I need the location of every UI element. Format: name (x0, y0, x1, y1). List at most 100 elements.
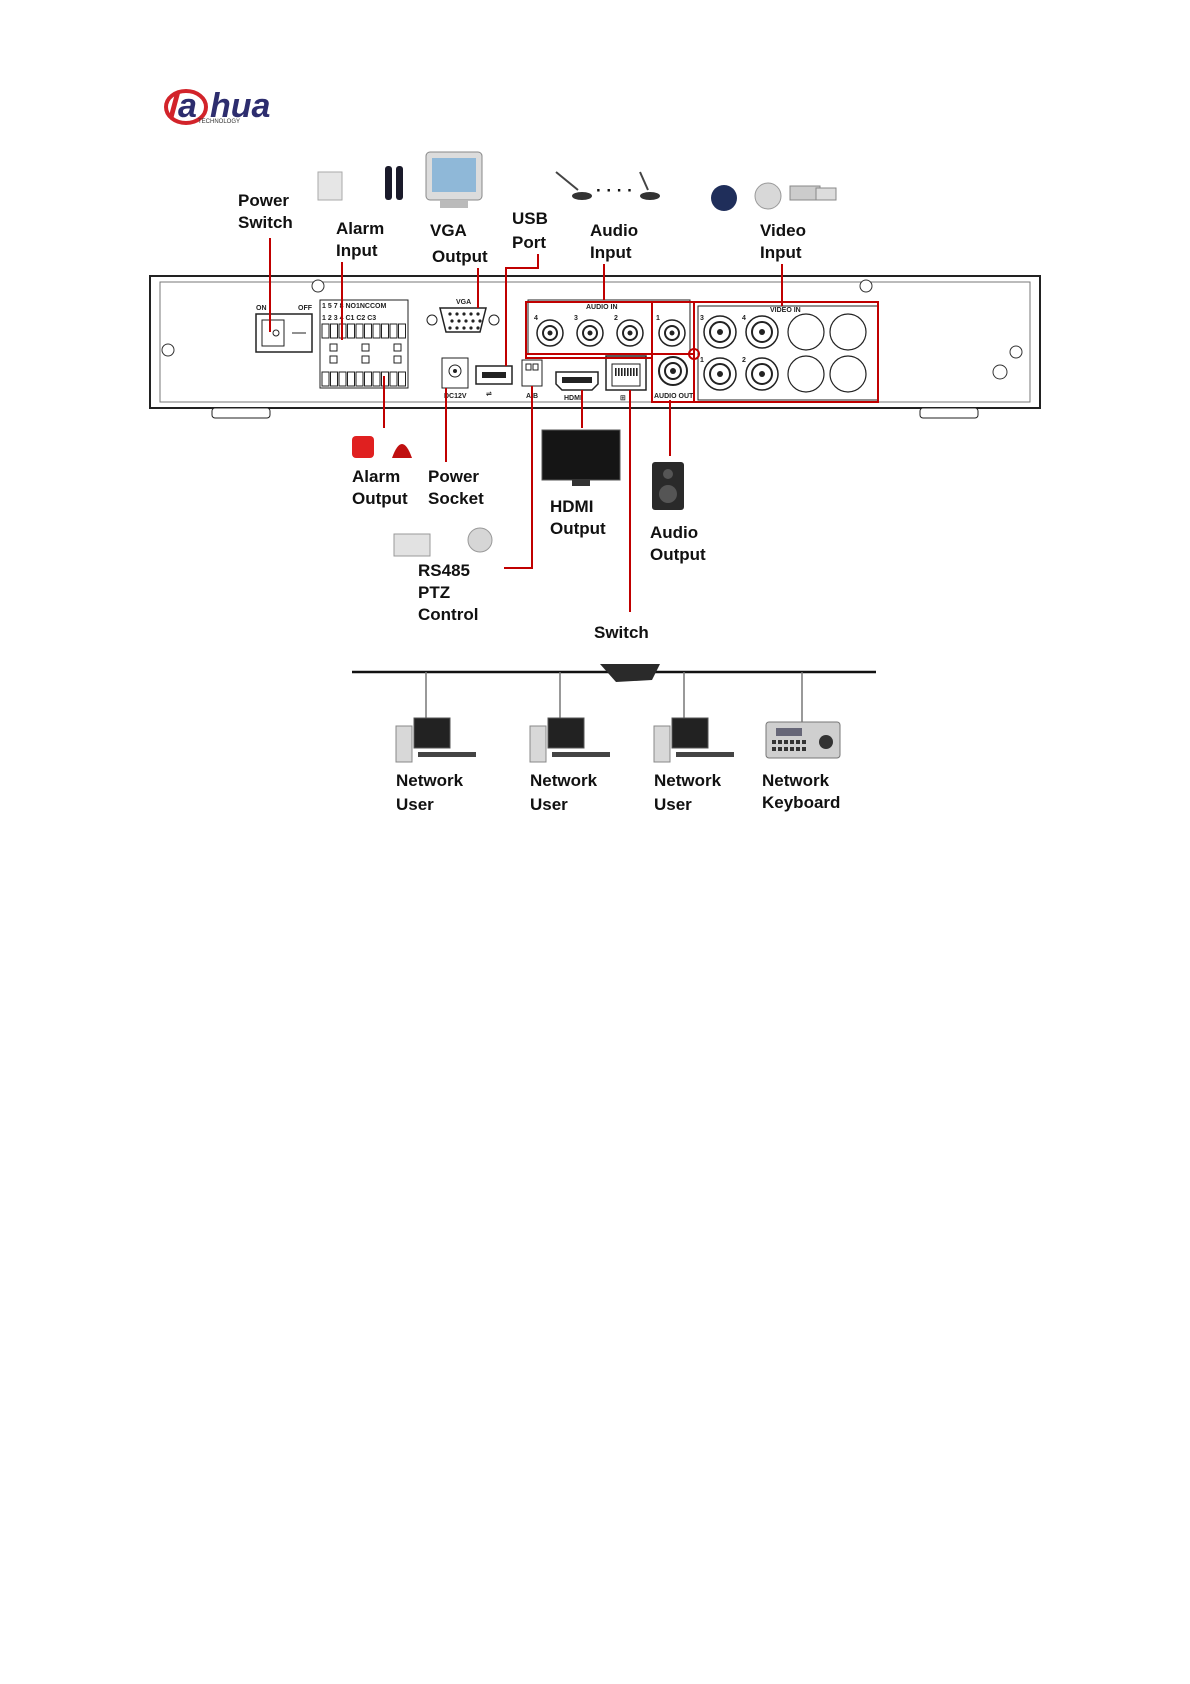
terminal-pin (355, 323, 364, 339)
leader-usb (505, 254, 539, 366)
screw-icon (859, 279, 873, 293)
keyboard-key (784, 740, 788, 744)
video-in-number: 3 (700, 315, 704, 322)
ptz-device-icons (393, 527, 493, 557)
vga-pin (462, 326, 466, 330)
speed-dome-icon (754, 182, 782, 210)
leader-rs485 (504, 386, 533, 569)
vga-pin (450, 319, 454, 323)
keyboard-key (790, 747, 794, 751)
screw-icon (1009, 345, 1023, 359)
power-socket: DC12V (441, 357, 469, 400)
audio-in-number: 3 (574, 315, 578, 322)
camera-icons (711, 182, 837, 211)
vga-pin (471, 319, 475, 323)
ir-beam-icon (385, 166, 392, 200)
rj45-pin (624, 368, 626, 376)
screw-icon (311, 279, 325, 293)
callout-audio-out (651, 353, 695, 403)
terminal-pin (330, 323, 338, 339)
svg-text:· · · ·: · · · · (596, 181, 633, 200)
leader-lines (269, 238, 783, 612)
keyboard-key (772, 747, 776, 751)
callout-marker (688, 348, 700, 360)
keyboard-key (790, 740, 794, 744)
vga-pin (448, 326, 452, 330)
vga-pin (457, 319, 461, 323)
rj45-pin (615, 368, 617, 376)
terminal-screw (329, 343, 338, 352)
video-bnc-pin (759, 371, 765, 377)
svg-text:⊞: ⊞ (620, 395, 626, 402)
usb-port: ⇌ (475, 365, 513, 398)
vga-pin (469, 312, 473, 316)
svg-text:HDMI: HDMI (564, 395, 582, 402)
video-in-number: 2 (742, 357, 746, 364)
strobe-icon (392, 444, 412, 458)
terminal-pin (364, 323, 372, 339)
audio-in-jack-pin (669, 330, 675, 336)
terminal-pin (355, 371, 364, 387)
siren-icon (352, 436, 374, 458)
terminal-screw (329, 355, 338, 364)
svg-text:1 2 3 4 C1 C2 C3: 1 2 3 4 C1 C2 C3 (322, 315, 376, 322)
audio-out-port: AUDIO OUT (654, 356, 694, 400)
terminal-screw (393, 355, 402, 364)
terminal-pin (398, 371, 406, 387)
keyboard-key (802, 740, 806, 744)
terminal-pin (398, 323, 406, 339)
svg-text:VIDEO IN: VIDEO IN (770, 307, 801, 314)
keyboard-key (778, 747, 782, 751)
door-sensor-icon (317, 171, 343, 201)
vga-pin (464, 319, 468, 323)
video-bnc-pin (717, 371, 723, 377)
hdmi-tv-icon (541, 429, 621, 486)
video-blank-port (829, 313, 867, 351)
microphone-icons: · · · · (555, 171, 660, 200)
callout-boxes (525, 301, 879, 403)
pc-icon-3 (653, 717, 734, 763)
terminal-screw (361, 355, 370, 364)
rear-panel: ON OFF 1 5 7 8 NO1NCCOM 1 2 3 4 C1 C2 C3… (149, 275, 1041, 419)
dahua-logo: a hua TECHNOLOGY (164, 87, 270, 125)
ptz-camera-icon (467, 527, 493, 553)
audio-in-jack-pin (627, 330, 633, 336)
svg-text:ON: ON (256, 305, 267, 312)
keyboard-key (796, 740, 800, 744)
vga-monitor-icon (425, 151, 483, 208)
label-switch: Switch (594, 623, 649, 642)
video-blank-port (787, 355, 825, 393)
network-port: ⊞ (605, 355, 647, 402)
callout-video-in (693, 301, 879, 403)
pc-icon-1 (395, 717, 476, 763)
terminal-pin (321, 371, 330, 387)
rj45-pin (627, 368, 629, 376)
audio-in-jack-pin (587, 330, 593, 336)
terminal-pin (389, 323, 398, 339)
video-in-number: 1 (700, 357, 704, 364)
vga-pin (448, 312, 452, 316)
alarm-output-icons (352, 436, 412, 458)
switch-icon (600, 664, 660, 682)
ground-screw-icon (992, 364, 1008, 380)
rj45-pin (636, 368, 638, 376)
video-blank-port (829, 355, 867, 393)
keyboard-key (802, 747, 806, 751)
dome-camera-icon (711, 185, 737, 211)
svg-text:VGA: VGA (456, 299, 471, 306)
audio-in-number: 2 (614, 315, 618, 322)
callout-rs485-net (525, 353, 653, 359)
